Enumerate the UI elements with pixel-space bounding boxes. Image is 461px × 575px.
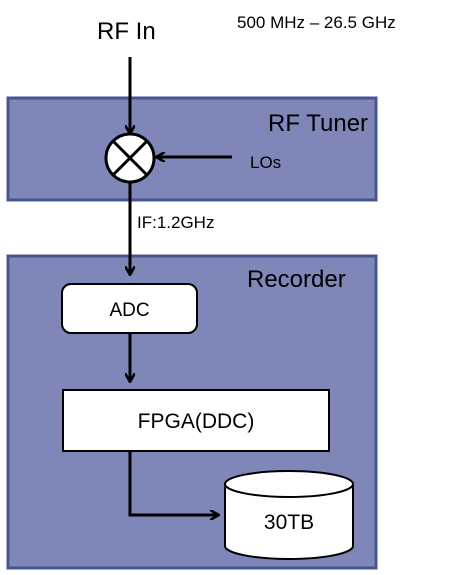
frequency-range-label: 500 MHz – 26.5 GHz: [237, 13, 396, 32]
fpga-label: FPGA(DDC): [137, 410, 255, 433]
fpga-to-storage-arrow: [128, 451, 218, 515]
if-frequency-label: IF:1.2GHz: [137, 213, 215, 232]
rf-input-label: RF In: [97, 18, 156, 45]
rf-tuner-block: [6, 96, 378, 202]
lo-label: LOs: [250, 153, 282, 172]
recorder-title: Recorder: [247, 266, 346, 293]
storage-cylinder-icon: [224, 470, 354, 560]
adc-label: ADC: [109, 300, 150, 321]
storage-capacity-label: 30TB: [263, 511, 315, 534]
mixer-icon: [104, 132, 156, 184]
rf-tuner-title: RF Tuner: [268, 110, 369, 137]
fpga-box: [62, 389, 330, 452]
